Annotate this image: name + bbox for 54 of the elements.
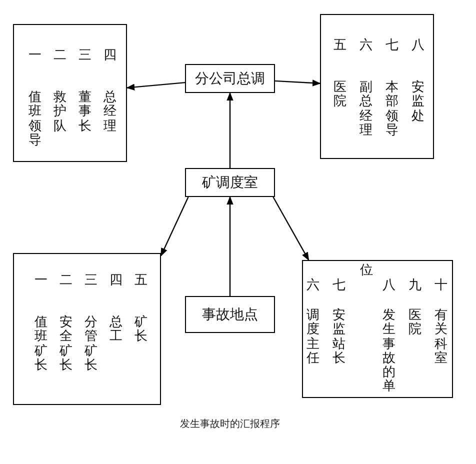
arrow xyxy=(226,92,234,168)
column-number: 七 xyxy=(332,279,346,293)
contact-list-box xyxy=(320,14,434,159)
column-number: 六 xyxy=(306,279,320,293)
contact-name: 矿长 xyxy=(134,316,148,345)
contact-list-box xyxy=(302,260,453,398)
arrow xyxy=(126,82,186,90)
contact-name: 值班领导 xyxy=(28,91,42,148)
overflow-character: 位 xyxy=(360,264,373,277)
contact-name: 医院 xyxy=(334,81,346,110)
contact-name: 董事长 xyxy=(78,91,92,134)
column-number: 十 xyxy=(434,279,448,293)
contact-name: 调度主任 xyxy=(306,309,320,366)
column-number: 五 xyxy=(334,39,346,53)
box-label: 分公司总调 xyxy=(194,70,266,88)
box-label: 事故地点 xyxy=(201,306,259,324)
caption: 发生事故时的汇报程序 xyxy=(179,418,281,431)
column-number: 九 xyxy=(408,279,422,293)
column-number: 八 xyxy=(382,279,396,293)
column-number: 三 xyxy=(78,49,92,63)
column-number: 四 xyxy=(110,274,122,288)
process-box xyxy=(185,296,275,333)
column-number: 七 xyxy=(386,39,398,53)
process-box xyxy=(185,64,275,93)
column-number: 四 xyxy=(104,49,116,63)
column-number: 二 xyxy=(60,274,72,288)
box-label: 矿调度室 xyxy=(201,174,259,192)
column-number: 八 xyxy=(412,39,424,53)
contact-name: 医院 xyxy=(408,309,422,338)
contact-name: 救护队 xyxy=(54,91,66,134)
arrow xyxy=(274,80,321,86)
column-number: 一 xyxy=(28,49,42,63)
column-number: 二 xyxy=(54,49,66,63)
contact-list-box xyxy=(13,253,161,405)
contact-name: 总工 xyxy=(110,316,122,345)
contact-name: 值班矿长 xyxy=(34,316,48,374)
column-number: 三 xyxy=(84,274,98,288)
column-number: 五 xyxy=(134,274,148,288)
contact-name: 有关科室 xyxy=(434,309,448,366)
contact-name: 副总经理 xyxy=(360,81,372,138)
column-number: 六 xyxy=(360,39,372,53)
arrow xyxy=(226,196,234,296)
arrow xyxy=(272,196,310,261)
column-number: 一 xyxy=(34,274,48,288)
arrow xyxy=(160,196,189,256)
contact-name: 本部领导 xyxy=(386,81,398,138)
contact-name: 安全矿长 xyxy=(60,316,72,374)
contact-name: 总经理 xyxy=(104,91,116,134)
contact-list-box xyxy=(13,24,127,162)
process-box xyxy=(185,168,275,197)
contact-name: 发生事故的单 xyxy=(382,309,396,395)
contact-name: 安监处 xyxy=(412,81,424,124)
contact-name: 安监站长 xyxy=(332,309,346,366)
contact-name: 分管矿长 xyxy=(84,316,98,374)
